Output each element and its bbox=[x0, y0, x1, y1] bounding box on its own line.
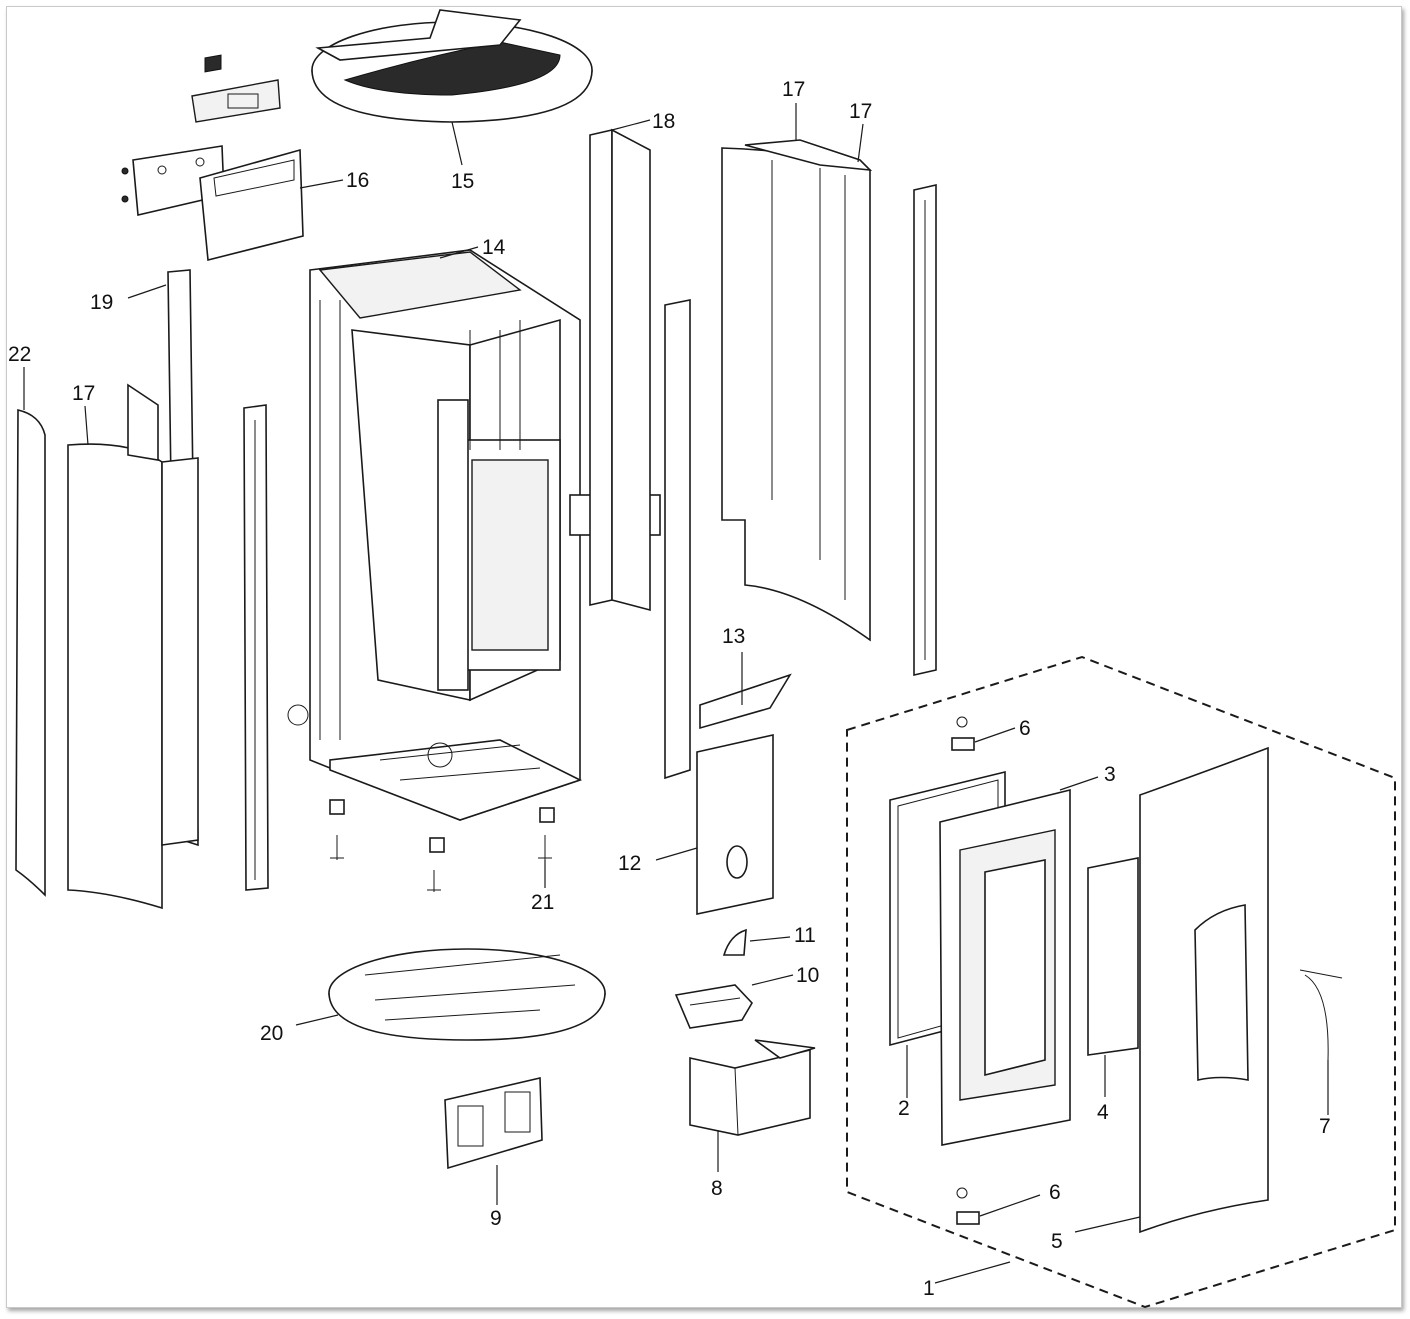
part-22-side-panel bbox=[15, 408, 46, 897]
part-15-top-cover bbox=[311, 9, 593, 123]
label-17-left: 17 bbox=[72, 382, 95, 405]
label-9: 9 bbox=[490, 1207, 502, 1230]
label-6-bottom: 6 bbox=[1049, 1181, 1061, 1204]
label-10: 10 bbox=[796, 964, 819, 987]
part-12-back-plate bbox=[696, 734, 774, 915]
part-3-door-frame bbox=[939, 788, 1071, 1146]
label-7: 7 bbox=[1319, 1115, 1331, 1138]
label-14: 14 bbox=[482, 236, 506, 259]
label-8: 8 bbox=[711, 1177, 723, 1200]
label-17-rear-second: 17 bbox=[849, 100, 872, 123]
part-13-bracket bbox=[699, 673, 792, 730]
part-17-rear-side-panels bbox=[721, 139, 873, 642]
feet bbox=[329, 799, 555, 892]
part-7-door-handle bbox=[1299, 969, 1343, 1061]
label-6-top: 6 bbox=[1019, 717, 1031, 740]
part-16-control-box bbox=[121, 145, 304, 262]
part-21-adjustable-foot bbox=[538, 835, 552, 860]
label-13: 13 bbox=[722, 625, 745, 648]
part-4-door-glass bbox=[1087, 857, 1139, 1056]
side-profile-right bbox=[664, 299, 691, 780]
label-18: 18 bbox=[652, 110, 675, 133]
side-profile-far-right bbox=[913, 183, 937, 677]
label-3: 3 bbox=[1104, 763, 1116, 786]
part-14-main-frame bbox=[287, 249, 661, 821]
part-10-burn-pot bbox=[674, 984, 753, 1029]
part-18-rear-profile bbox=[589, 128, 651, 612]
label-2: 2 bbox=[898, 1097, 910, 1120]
part-11-deflector bbox=[722, 928, 747, 956]
label-4: 4 bbox=[1097, 1101, 1109, 1124]
part-labels: 1 2 3 4 5 6 6 7 8 9 10 11 12 13 14 15 16… bbox=[8, 78, 1331, 1300]
part-6-hinge-bottom bbox=[956, 1187, 980, 1225]
label-22: 22 bbox=[8, 343, 31, 366]
label-15: 15 bbox=[451, 170, 474, 193]
label-20: 20 bbox=[260, 1022, 283, 1045]
display-panel bbox=[191, 54, 281, 123]
label-5: 5 bbox=[1051, 1230, 1063, 1253]
label-19: 19 bbox=[90, 291, 113, 314]
door-assembly-group bbox=[846, 655, 1396, 1309]
label-12: 12 bbox=[618, 852, 641, 875]
part-9-rear-grill bbox=[444, 1077, 543, 1170]
part-17-left-side-panel bbox=[67, 383, 199, 910]
part-8-ash-pan bbox=[689, 1039, 816, 1136]
part-5-door-cover bbox=[1139, 746, 1269, 1234]
part-6-hinge-top bbox=[951, 716, 975, 751]
label-1: 1 bbox=[923, 1277, 935, 1300]
label-21: 21 bbox=[531, 891, 554, 914]
left-vent-profile bbox=[243, 404, 269, 891]
label-17-rear: 17 bbox=[782, 78, 805, 101]
label-16: 16 bbox=[346, 169, 369, 192]
label-11: 11 bbox=[794, 924, 816, 947]
part-20-base-plate bbox=[328, 948, 606, 1041]
leader-lines bbox=[23, 103, 1329, 1284]
